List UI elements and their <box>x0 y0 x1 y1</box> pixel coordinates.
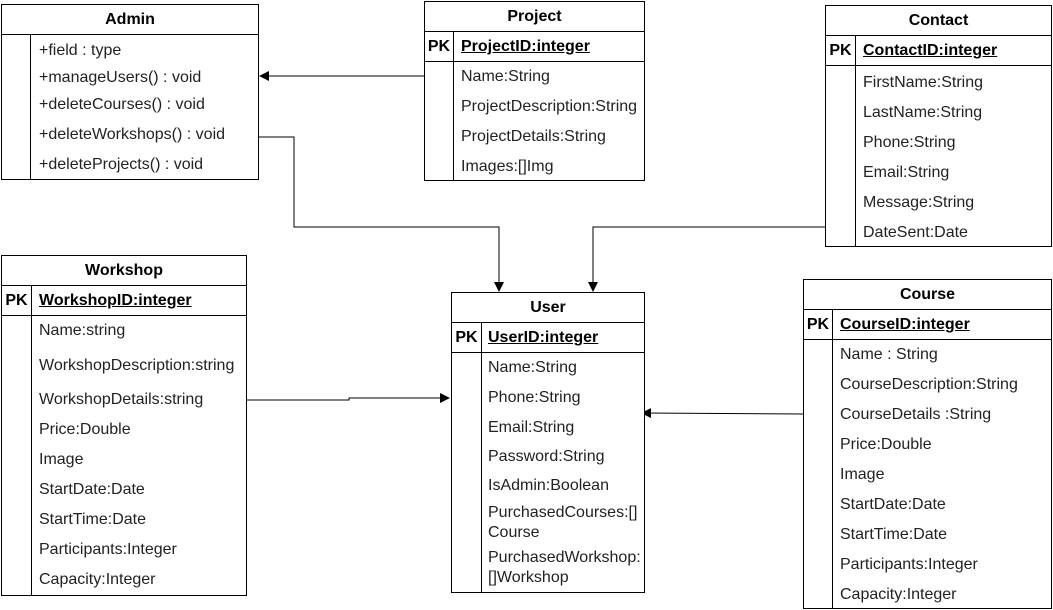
pk-label: PK <box>427 38 451 55</box>
entity-title: Course <box>804 280 1051 310</box>
edge-admin-user <box>258 136 504 292</box>
field: Phone:String <box>488 389 581 406</box>
field: LastName:String <box>863 104 983 121</box>
edge-workshop-user <box>247 393 450 403</box>
field: WorkshopDescription:string <box>39 357 235 374</box>
field: +field : type <box>39 42 122 59</box>
field: +manageUsers() : void <box>39 69 202 86</box>
field: +deleteProjects() : void <box>39 156 204 173</box>
field: Participants:Integer <box>840 556 978 573</box>
pk-row: PK ProjectID:integer <box>425 32 644 62</box>
pk-row: PK CourseID:integer <box>804 310 1051 340</box>
field: CourseDetails :String <box>840 406 992 423</box>
field: Participants:Integer <box>39 541 177 558</box>
field: Phone:String <box>863 134 956 151</box>
entity-title: User <box>452 293 644 323</box>
field: +deleteWorkshops() : void <box>39 126 226 143</box>
field: Email:String <box>488 419 575 436</box>
field: Name:String <box>488 359 577 376</box>
field: Images:[]Img <box>461 158 554 175</box>
field: WorkshopDetails:string <box>39 391 204 408</box>
field: Image <box>840 466 885 483</box>
field: Image <box>39 451 84 468</box>
field: ProjectDetails:String <box>461 128 606 145</box>
pk-label: PK <box>5 292 28 309</box>
field: Price:Double <box>840 436 932 453</box>
entity-title: Contact <box>826 6 1051 36</box>
pk-row: PK WorkshopID:integer <box>2 286 246 316</box>
pk-field: ContactID:integer <box>863 42 998 59</box>
field: Email:String <box>863 164 950 181</box>
field: CourseDescription:String <box>840 376 1018 393</box>
field: Capacity:Integer <box>840 586 957 603</box>
field: PurchasedWorkshop:[]Workshop <box>488 549 641 586</box>
entity-project: Project PK ProjectID:integer Name:String… <box>424 1 645 181</box>
field: Message:String <box>863 194 975 211</box>
field: PurchasedCourses:[] Course <box>488 504 638 541</box>
pk-label: PK <box>455 329 478 346</box>
entity-title: Project <box>425 2 644 32</box>
entity-contact: Contact PK ContactID:integer FirstName:S… <box>825 5 1052 247</box>
pk-field: WorkshopID:integer <box>39 292 192 309</box>
pk-field: UserID:integer <box>488 329 599 346</box>
pk-row: PK UserID:integer <box>452 323 644 353</box>
field: Price:Double <box>39 421 131 438</box>
entity-course: Course PK CourseID:integer Name : String… <box>803 279 1052 609</box>
entity-title: Admin <box>2 5 258 35</box>
field: StartTime:Date <box>840 526 947 543</box>
field: DateSent:Date <box>863 224 968 241</box>
edge-course-user <box>641 408 804 419</box>
field: FirstName:String <box>863 74 984 91</box>
entity-user: User PK UserID:integer Name:String Phone… <box>451 292 645 593</box>
entity-workshop: Workshop PK WorkshopID:integer Name:stri… <box>1 255 247 596</box>
field: IsAdmin:Boolean <box>488 477 609 494</box>
field: StartTime:Date <box>39 511 146 528</box>
pk-field: ProjectID:integer <box>461 38 590 55</box>
field: Name:String <box>461 68 550 85</box>
field: Capacity:Integer <box>39 571 156 588</box>
field: StartDate:Date <box>840 496 946 513</box>
field: +deleteCourses() : void <box>39 96 205 113</box>
pk-field: CourseID:integer <box>840 316 970 333</box>
field: ProjectDescription:String <box>461 98 638 115</box>
field: Name:string <box>39 322 126 339</box>
entity-title: Workshop <box>2 256 246 286</box>
pk-label: PK <box>829 42 852 59</box>
field: StartDate:Date <box>39 481 145 498</box>
field: Name : String <box>840 346 938 363</box>
pk-row: PK ContactID:integer <box>826 36 1051 66</box>
entity-admin: Admin +field : type +manageUsers() : voi… <box>1 4 259 180</box>
pk-label: PK <box>806 316 830 333</box>
field: Password:String <box>488 448 605 465</box>
edge-contact-user <box>588 226 825 292</box>
